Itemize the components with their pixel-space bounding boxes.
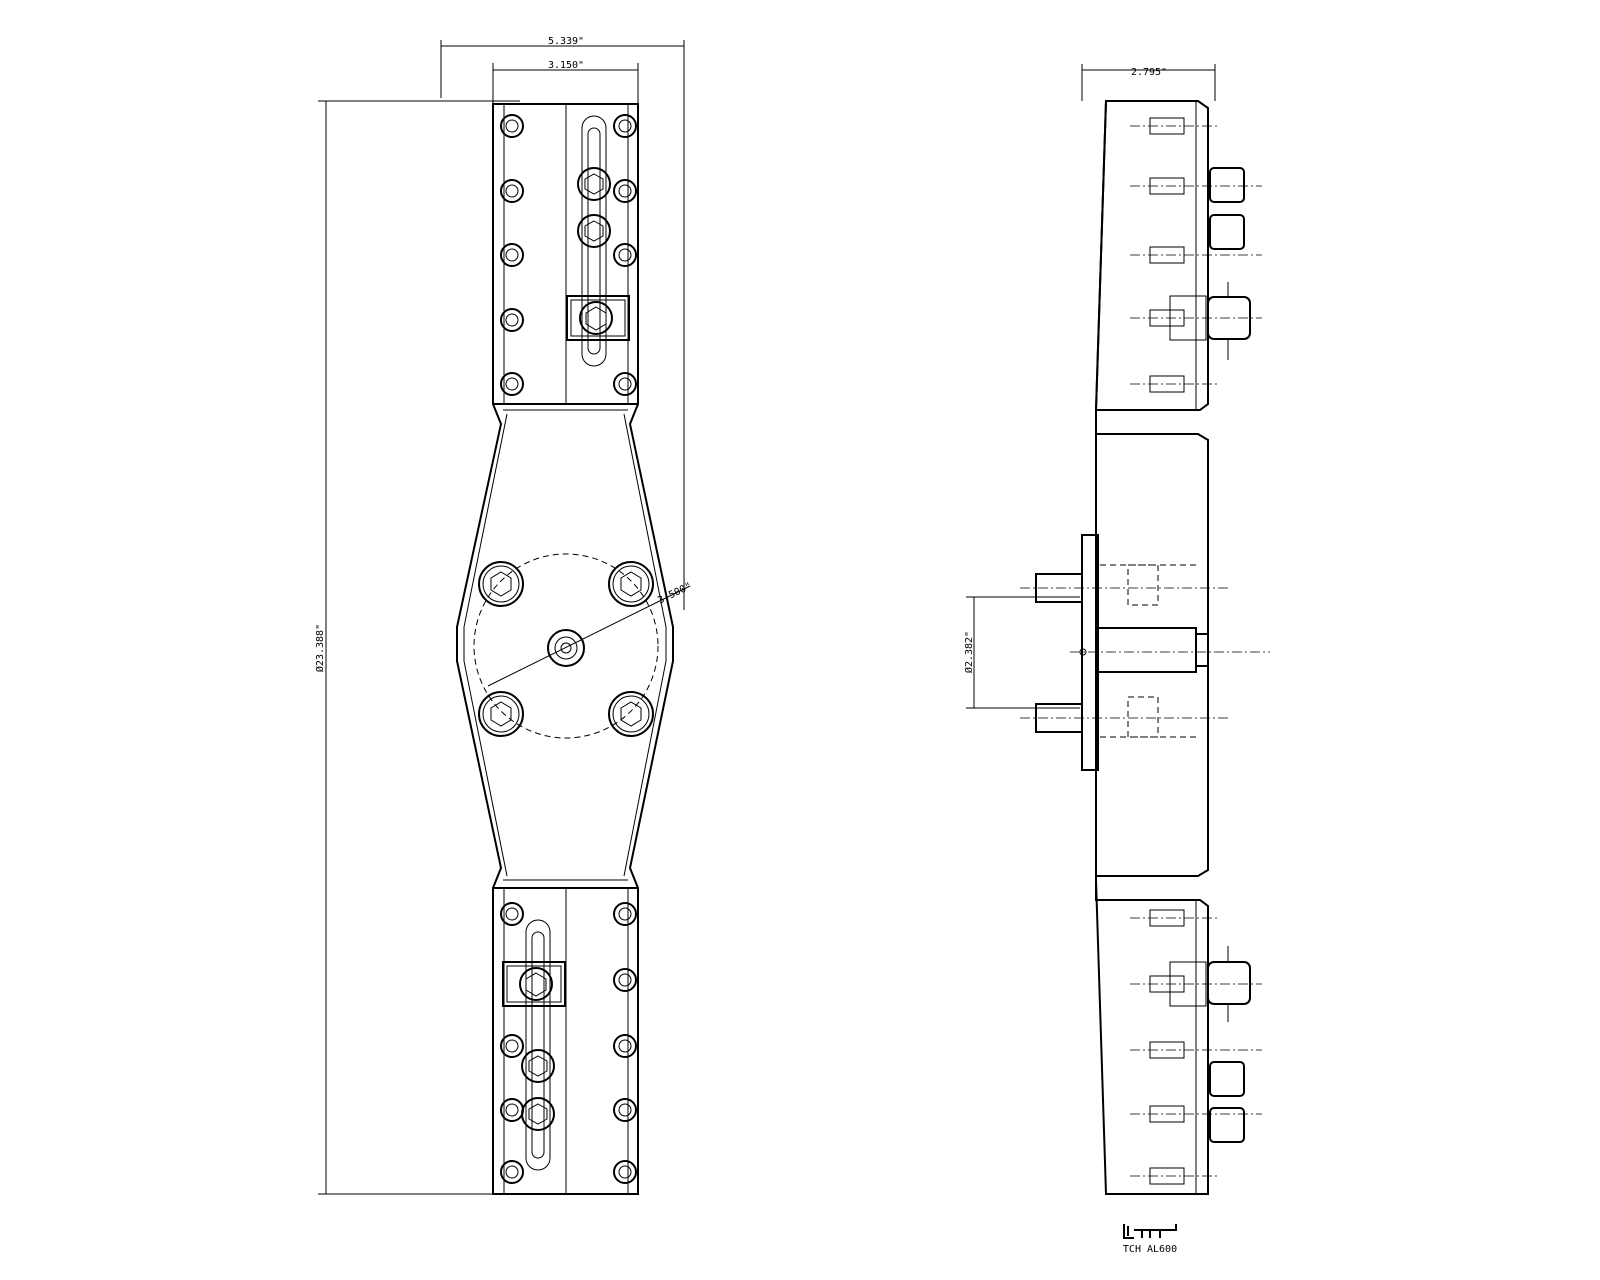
side-bottom-screws (1130, 909, 1262, 1185)
company-logo (1123, 1224, 1177, 1239)
dimension-pin-spacing: Ø2.382" (963, 596, 1080, 709)
dim-pin-spacing-label: Ø2.382" (963, 631, 975, 673)
dim-bolt-circle-label: 3.500" (656, 581, 693, 607)
front-inner-outline (463, 409, 667, 881)
dimension-overall-length: Ø23.388" (314, 100, 520, 1195)
hub-bolts (478, 561, 654, 737)
top-clamp-block (566, 295, 630, 341)
bottom-clamp-block (502, 961, 566, 1007)
front-outline (456, 103, 674, 1195)
side-hub (1020, 534, 1270, 771)
bottom-plate-bolts (500, 902, 637, 1184)
dim-overall-width-label: 5.339" (548, 36, 584, 47)
dimension-overall-width: 5.339" (440, 36, 685, 610)
part-number: TCH AL600 (1123, 1244, 1177, 1255)
dim-overall-length-label: Ø23.388" (314, 624, 326, 672)
bottom-slot (525, 919, 551, 1171)
dim-thickness-label: 2.795" (1131, 67, 1167, 78)
title-block: TCH AL600 (1123, 1224, 1177, 1255)
side-view: 2.795" Ø2.382" (963, 64, 1270, 1195)
side-top-screws (1130, 117, 1262, 393)
dimension-thickness: 2.795" (1081, 64, 1216, 101)
dimension-inner-width: 3.150" (492, 60, 639, 104)
top-plate-bolts (500, 114, 637, 396)
dim-inner-width-label: 3.150" (548, 60, 584, 71)
slot-screws (521, 167, 611, 1131)
side-body-outline (1095, 100, 1209, 1195)
front-view: 5.339" 3.150" Ø23.388" (314, 36, 694, 1195)
